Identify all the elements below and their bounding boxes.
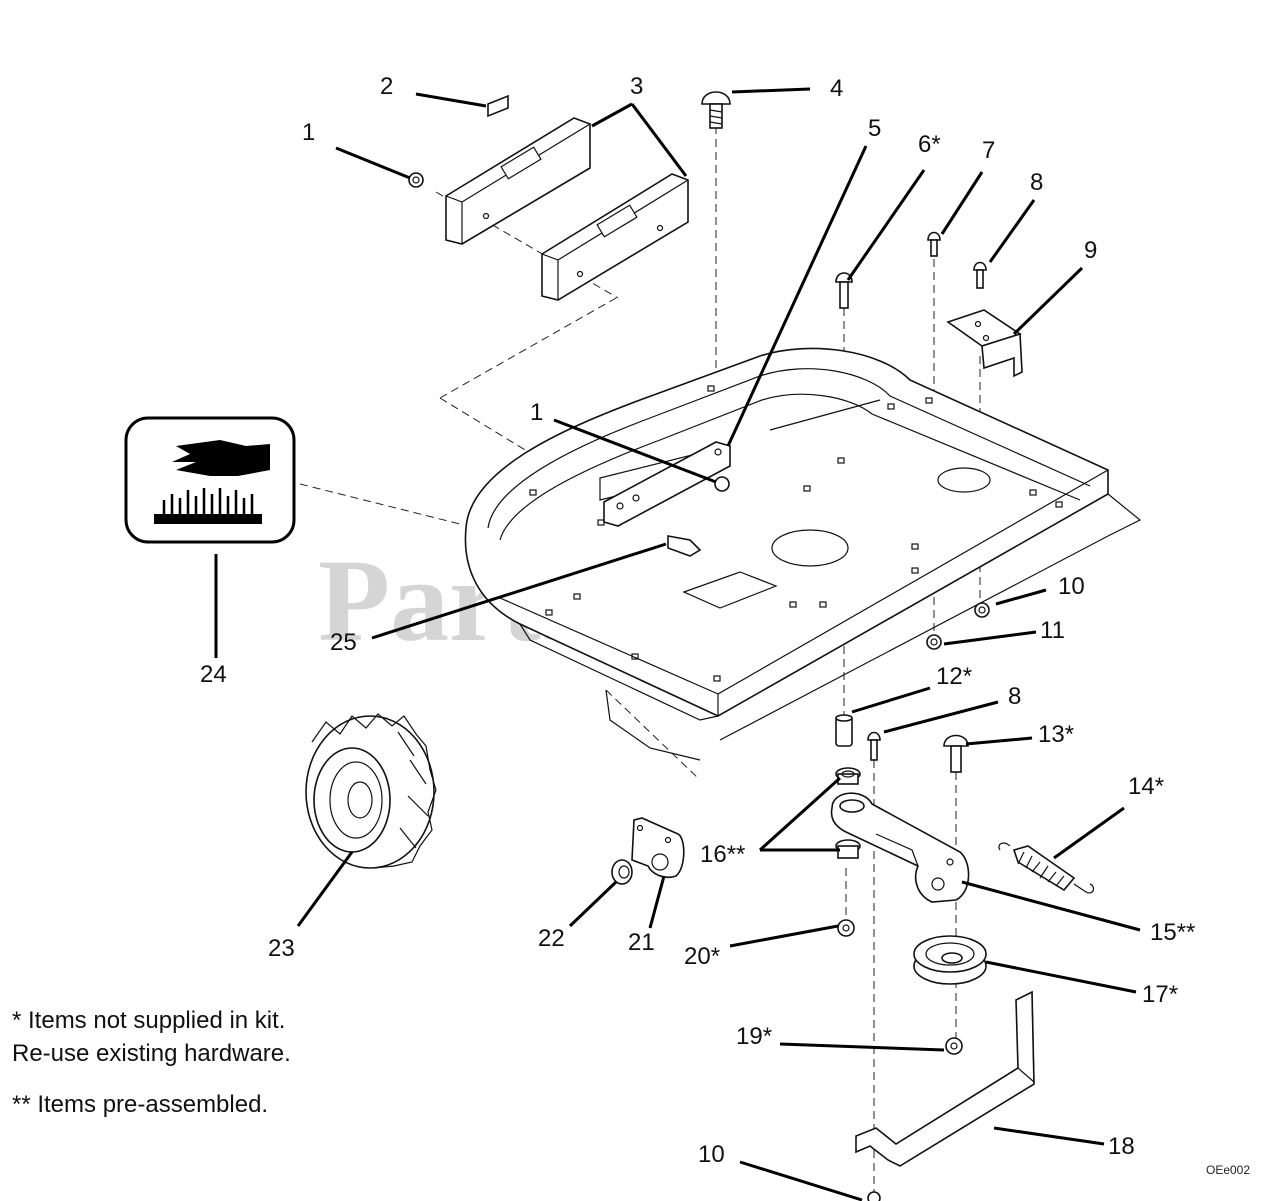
leader-lines <box>214 87 1141 1201</box>
nut-10-lower <box>867 1191 881 1201</box>
callout-5: 5 <box>868 115 881 142</box>
callout-14: 14* <box>1128 773 1164 800</box>
tension-spring <box>998 842 1095 894</box>
note-pre-assembled: ** Items pre-assembled. <box>12 1091 268 1118</box>
bolt-8-upper <box>973 261 987 289</box>
callout-22: 22 <box>538 925 565 952</box>
callout-6: 6* <box>918 131 941 158</box>
callout-7: 7 <box>982 137 995 164</box>
drawing-code: OEe002 <box>1206 1163 1250 1177</box>
note-reuse-hardware: Re-use existing hardware. <box>12 1040 291 1067</box>
hand-icon <box>172 440 270 476</box>
callout-12: 12* <box>936 663 972 690</box>
chassis-frame <box>464 347 1142 761</box>
flange-bushing <box>611 859 633 885</box>
angle-bracket <box>946 309 1023 378</box>
callout-4: 4 <box>830 75 843 102</box>
callout-17: 17* <box>1142 981 1178 1008</box>
callout-11: 11 <box>1040 617 1065 644</box>
mounting-plate <box>603 441 731 527</box>
callout-20: 20* <box>684 943 720 970</box>
notes: * Items not supplied in kit. Re-use exis… <box>12 1007 291 1118</box>
callout-16: 16** <box>700 841 745 868</box>
pulley <box>913 935 987 985</box>
frame-bolt <box>667 535 702 557</box>
callout-10-upper: 10 <box>1058 573 1085 600</box>
note-not-supplied: * Items not supplied in kit. <box>12 1007 285 1034</box>
callout-23: 23 <box>268 935 295 962</box>
nut-19 <box>945 1037 963 1055</box>
nut-11 <box>926 634 942 650</box>
nut-upper <box>408 172 424 188</box>
carriage-bolt <box>701 91 731 129</box>
heat-waves-icon <box>162 488 254 514</box>
callout-1-upper: 1 <box>302 119 315 146</box>
callout-13: 13* <box>1038 721 1074 748</box>
bushing-lower <box>835 839 861 859</box>
weight-bracket <box>445 117 689 301</box>
callout-10-lower: 10 <box>698 1141 725 1168</box>
callout-25: 25 <box>330 629 357 656</box>
idler-arm <box>830 792 970 903</box>
callout-15: 15** <box>1150 919 1195 946</box>
bolt-6 <box>835 272 853 309</box>
callout-8-upper: 8 <box>1030 169 1043 196</box>
callout-1-lower: 1 <box>530 399 543 426</box>
decal-tag <box>487 94 509 118</box>
bearing-plate <box>631 817 685 879</box>
callout-3: 3 <box>630 73 643 100</box>
spacer <box>835 714 853 747</box>
callout-24: 24 <box>200 661 227 688</box>
bushing-upper <box>835 767 861 785</box>
hot-surface-decal <box>124 416 296 544</box>
bolt-7 <box>927 231 941 257</box>
bolt-8-lower <box>867 731 881 761</box>
bolt-13 <box>943 734 969 773</box>
callout-9: 9 <box>1084 237 1097 264</box>
callout-21: 21 <box>628 929 655 956</box>
nut-10-upper <box>974 602 990 618</box>
callout-19: 19* <box>736 1023 772 1050</box>
tire <box>305 713 437 869</box>
nut-20 <box>837 919 855 937</box>
callouts: 1 2 3 4 5 6* 7 8 9 1 10 11 12* 8 13* 14*… <box>200 73 1195 1168</box>
hot-surface-bar <box>154 514 262 524</box>
callout-2: 2 <box>380 73 393 100</box>
support-bracket <box>855 990 1035 1167</box>
callout-8-lower: 8 <box>1008 683 1021 710</box>
callout-18: 18 <box>1108 1133 1135 1160</box>
